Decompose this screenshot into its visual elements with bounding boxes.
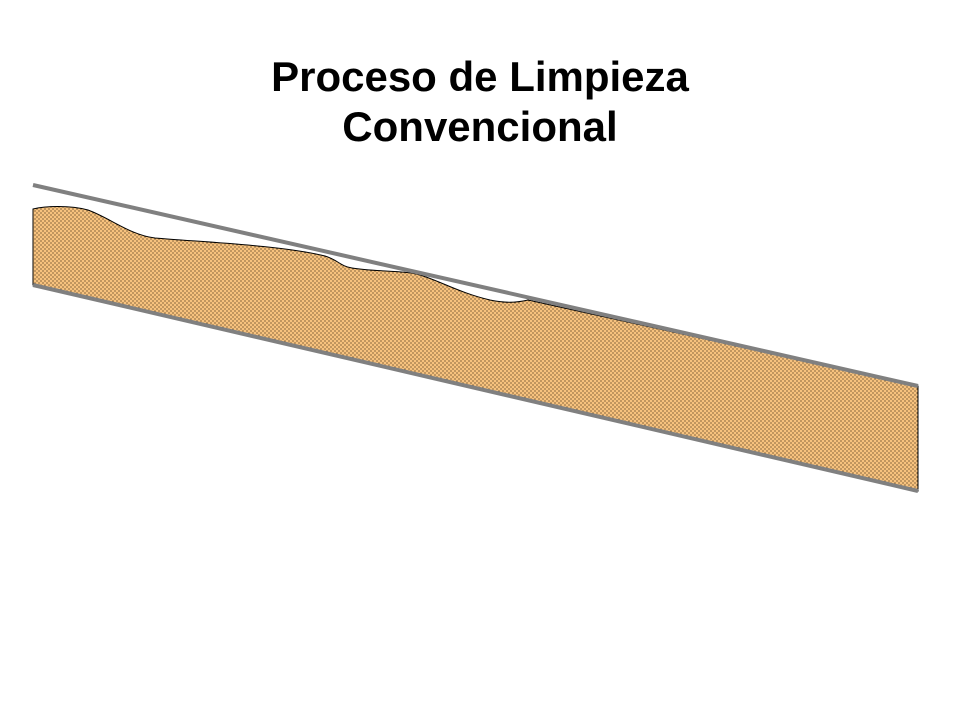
- deposit-sand-layer: [32, 206, 919, 492]
- slide-title: Proceso de Limpieza Convencional: [0, 52, 960, 152]
- pipe-wall-bottom: [32, 283, 919, 493]
- slide-title-line-2: Convencional: [342, 103, 618, 150]
- pipe-wall-top: [32, 183, 919, 388]
- slide-title-line-1: Proceso de Limpieza: [271, 53, 689, 100]
